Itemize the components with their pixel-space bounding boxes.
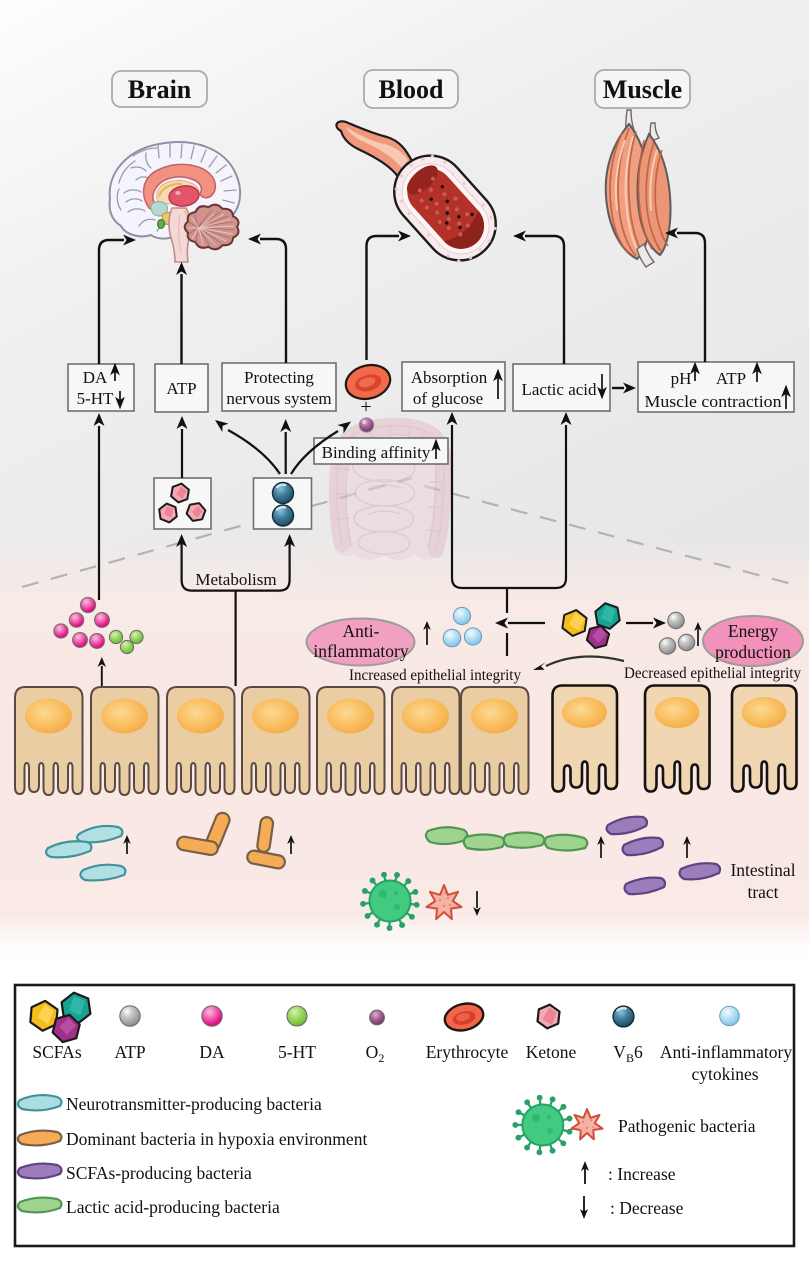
svg-text:Muscle: Muscle xyxy=(603,75,682,104)
svg-text:tract: tract xyxy=(747,882,778,902)
svg-text:Energy: Energy xyxy=(728,621,778,641)
svg-text:Absorption: Absorption xyxy=(411,368,488,387)
svg-text:Dominant bacteria in hypoxia e: Dominant bacteria in hypoxia environment xyxy=(66,1129,367,1149)
svg-text:Anti-: Anti- xyxy=(343,621,380,641)
svg-text:Lactic acid: Lactic acid xyxy=(521,380,597,399)
svg-text:pH: pH xyxy=(671,369,692,388)
svg-text:ATP: ATP xyxy=(166,379,196,398)
svg-text:SCFAs: SCFAs xyxy=(32,1042,81,1062)
svg-text:+: + xyxy=(360,396,371,418)
svg-text:inflammatory: inflammatory xyxy=(313,641,409,661)
svg-text:Neurotransmitter-producing bac: Neurotransmitter-producing bacteria xyxy=(66,1094,322,1114)
svg-text:Brain: Brain xyxy=(128,75,192,104)
svg-text:Blood: Blood xyxy=(378,75,444,104)
svg-text:Anti-inflammatory: Anti-inflammatory xyxy=(660,1042,792,1062)
svg-text:: Decrease: : Decrease xyxy=(610,1198,684,1218)
svg-text:DA: DA xyxy=(83,368,108,387)
svg-text:5-HT: 5-HT xyxy=(278,1042,316,1062)
svg-text:production: production xyxy=(715,642,791,662)
svg-text:Pathogenic bacteria: Pathogenic bacteria xyxy=(618,1116,756,1136)
svg-text:Protecting: Protecting xyxy=(244,368,314,387)
svg-text:Muscle contraction: Muscle contraction xyxy=(645,392,783,411)
svg-text:Lactic acid-producing bacteria: Lactic acid-producing bacteria xyxy=(66,1197,280,1217)
svg-text:DA: DA xyxy=(199,1042,225,1062)
svg-text:ATP: ATP xyxy=(716,369,746,388)
svg-text:ATP: ATP xyxy=(114,1042,145,1062)
svg-text:: Increase: : Increase xyxy=(608,1164,676,1184)
svg-text:Erythrocyte: Erythrocyte xyxy=(426,1042,509,1062)
svg-text:cytokines: cytokines xyxy=(691,1064,758,1084)
svg-text:of glucose: of glucose xyxy=(413,389,483,408)
svg-text:Increased epithelial integrity: Increased epithelial integrity xyxy=(349,667,521,684)
svg-text:VB6: VB6 xyxy=(613,1042,643,1065)
svg-text:Intestinal: Intestinal xyxy=(730,860,795,880)
svg-text:SCFAs-producing bacteria: SCFAs-producing bacteria xyxy=(66,1163,252,1183)
svg-text:Metabolism: Metabolism xyxy=(195,570,276,589)
svg-text:Binding affinity: Binding affinity xyxy=(322,443,431,462)
svg-text:nervous system: nervous system xyxy=(226,389,331,408)
svg-text:5-HT: 5-HT xyxy=(77,389,114,408)
svg-text:Ketone: Ketone xyxy=(526,1042,577,1062)
svg-text:Decreased epithelial integrity: Decreased epithelial integrity xyxy=(624,665,801,682)
